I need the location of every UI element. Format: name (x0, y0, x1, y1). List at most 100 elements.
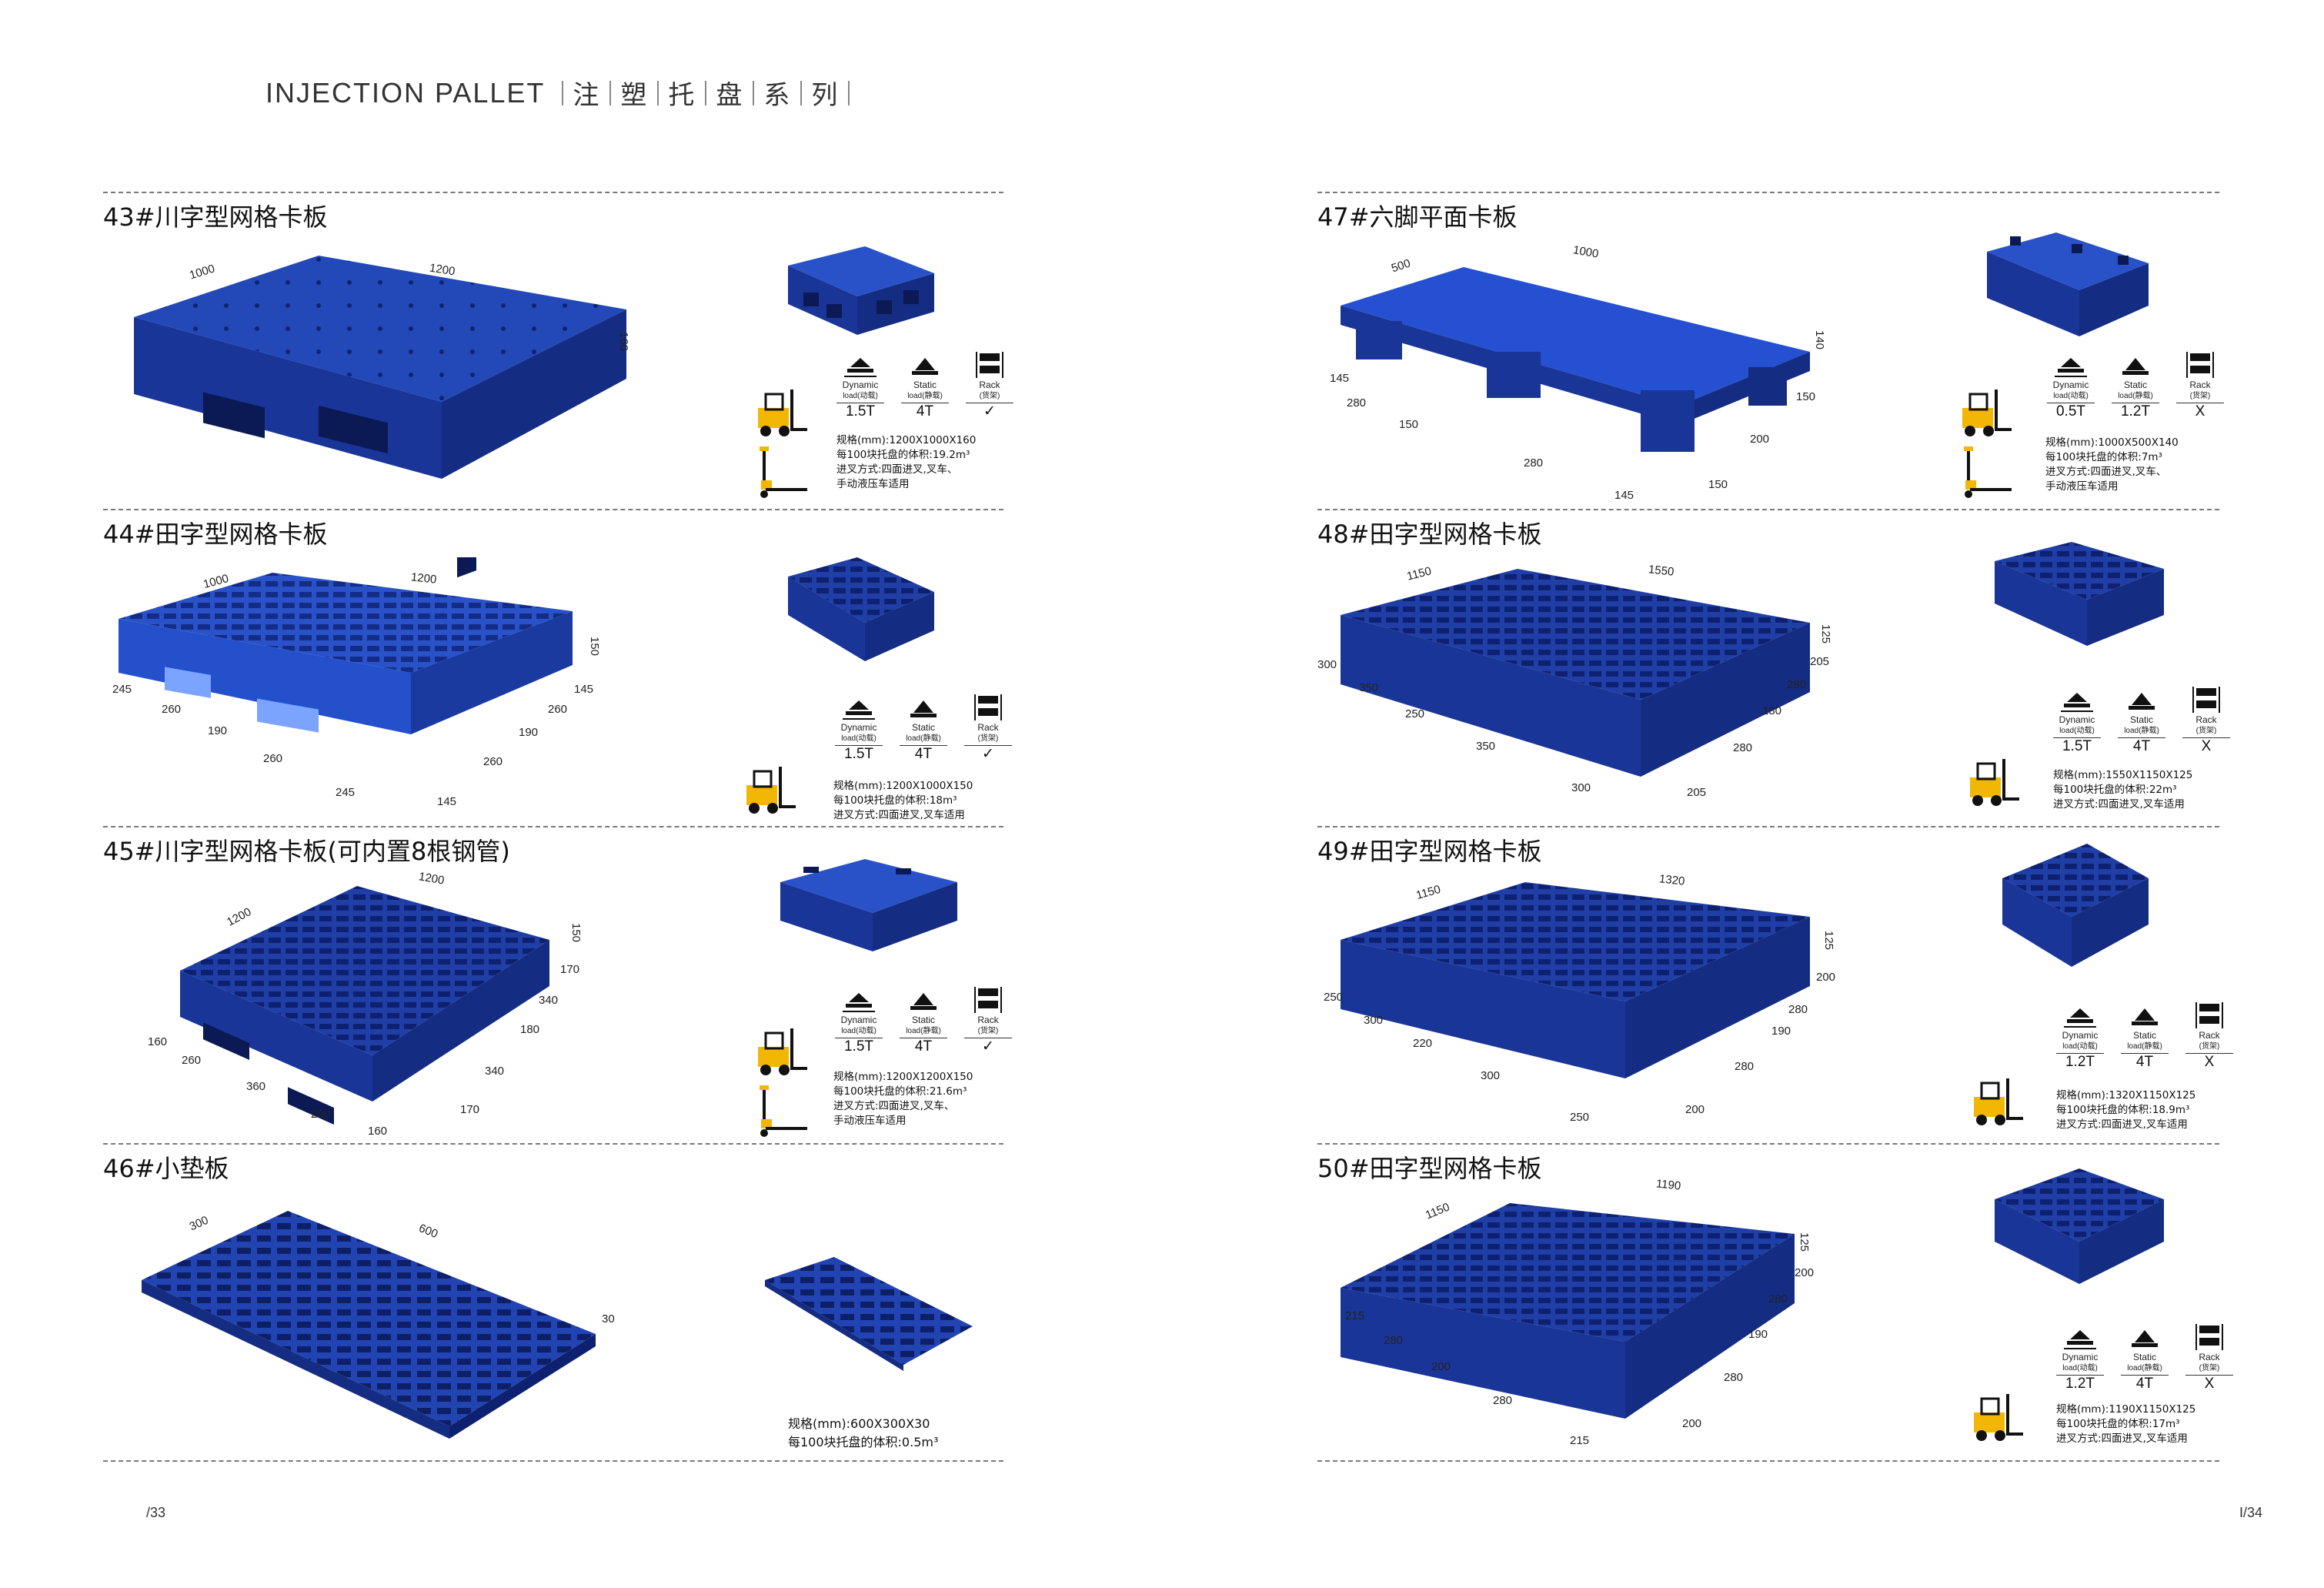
forklift-icon (1974, 1394, 2023, 1441)
spec-volume: 每100块托盘的体积:0.5m³ (788, 1435, 939, 1449)
dimension-label: 300 (1317, 658, 1337, 671)
spec-volume: 每100块托盘的体积:18m³ (833, 794, 957, 807)
forklift-icon (746, 767, 796, 814)
static-value: 4T (900, 745, 947, 763)
spec-volume: 每100块托盘的体积:18.9m³ (2056, 1104, 2190, 1116)
dimension-label: 150 (588, 636, 602, 657)
rack-icon (2192, 687, 2220, 713)
dimension-label: 260 (263, 752, 283, 765)
header-separator (609, 80, 612, 105)
rack-load: Rack(货架) X (2185, 1322, 2233, 1392)
vehicle-icons (1966, 1074, 2025, 1128)
dimension-label: 1000 (1571, 243, 1600, 261)
spec-volume: 每100块托盘的体积:17m³ (2056, 1418, 2180, 1430)
spec-entry: 进叉方式:四面进叉,叉车、 (833, 1100, 955, 1112)
dimension-label: 30 (602, 1312, 615, 1326)
rack-label: Rack (977, 722, 999, 733)
static-sub: load(静载) (2127, 1364, 2162, 1372)
spec-entry-2: 手动液压车适用 (836, 478, 910, 490)
rack-label: Rack (2199, 1352, 2220, 1362)
dimension-label: 145 (574, 683, 594, 696)
dynamic-value: 1.5T (835, 1038, 883, 1055)
dimension-label: 200 (1795, 1266, 1815, 1279)
rack-value: ✓ (966, 403, 1013, 420)
vehicle-icons (1962, 754, 2021, 808)
product-title: 49#田字型网格卡板 (1317, 837, 1542, 866)
dimension-label: 280 (1384, 1334, 1404, 1347)
spec-entry: 进叉方式:四面进叉,叉车、 (836, 463, 958, 476)
product-44: 44#田字型网格卡板 1000 1200 150 245 260 190 260… (103, 515, 1003, 823)
dynamic-label: Dynamic (2052, 379, 2089, 390)
pallet-thumbnail (1987, 1165, 2172, 1292)
static-value: 4T (2121, 1375, 2169, 1392)
dimension-label: 125 (1822, 930, 1836, 951)
dynamic-value: 1.5T (835, 745, 883, 763)
dimension-label: 150 (569, 922, 583, 943)
pallet-image (1333, 561, 1825, 815)
pallet-image (165, 871, 580, 1132)
dimension-label: 280 (1724, 1371, 1744, 1384)
dimension-label: 260 (548, 703, 568, 716)
product-specs: 规格(mm):1200X1000X150 每100块托盘的体积:18m³ 进叉方… (833, 779, 973, 823)
dynamic-load-icon (844, 358, 877, 377)
dynamic-load-icon (2061, 693, 2093, 712)
rack-load: Rack(货架) X (2185, 1001, 2233, 1071)
dimension-label: 280 (1493, 1394, 1513, 1407)
dimension-label: 160 (148, 1035, 168, 1048)
page-number-left: /33 (146, 1505, 166, 1520)
spec-entry: 进叉方式:四面进叉,叉车适用 (2056, 1433, 2188, 1445)
dimension-label: 180 (520, 1023, 540, 1036)
static-value: 4T (2121, 1053, 2169, 1071)
product-50: 50#田字型网格卡板 1150 1190 125 215 280 200 280… (1317, 1149, 2219, 1457)
dynamic-value: 0.5T (2047, 403, 2095, 420)
product-title: 50#田字型网格卡板 (1317, 1154, 1542, 1183)
forklift-icon (758, 1028, 807, 1075)
dimension-label: 190 (208, 724, 228, 737)
static-label: Static (2123, 379, 2147, 390)
dimension-label: 350 (1359, 681, 1379, 694)
spec-size: 规格(mm):1190X1150X125 (2056, 1403, 2196, 1416)
pallet-image (134, 1195, 657, 1442)
dynamic-load-icon (843, 700, 875, 720)
dimension-label: 190 (1748, 1328, 1768, 1341)
divider (1317, 192, 2219, 193)
dynamic-sub: load(动载) (2062, 1042, 2098, 1051)
static-sub: load(静载) (906, 734, 941, 743)
dimension-label: 140 (1813, 329, 1827, 350)
static-label: Static (913, 379, 937, 390)
spec-size: 规格(mm):1200X1000X160 (836, 434, 977, 446)
dynamic-value: 1.2T (2056, 1053, 2104, 1071)
rack-label: Rack (2199, 1030, 2220, 1041)
product-specs: 规格(mm):1550X1150X125 每100块托盘的体积:22m³ 进叉方… (2053, 768, 2192, 812)
dimension-label: 145 (1614, 489, 1634, 502)
dimension-label: 150 (1399, 418, 1419, 431)
dimension-label: 150 (1708, 478, 1728, 491)
rack-sub: (货架) (2199, 1042, 2220, 1051)
spec-entry: 进叉方式:四面进叉,叉车适用 (2053, 798, 2185, 811)
product-45: 45#川字型网格卡板(可内置8根钢管) 1200 1200 150 170 34… (103, 832, 1003, 1140)
rack-icon (2186, 352, 2214, 378)
header-separator (753, 80, 755, 105)
dimension-label: 180 (1762, 704, 1782, 717)
dimension-label: 190 (519, 726, 539, 739)
pallet-image (111, 557, 603, 811)
forklift-icon (758, 389, 807, 436)
dimension-label: 1320 (1658, 872, 1686, 888)
product-48: 48#田字型网格卡板 1150 1550 125 300 350 250 350… (1317, 515, 2219, 823)
static-load-icon (2122, 358, 2149, 375)
dimension-label: 245 (336, 786, 356, 799)
rack-value: X (2185, 1053, 2233, 1071)
rack-value: ✓ (964, 745, 1012, 763)
dynamic-sub: load(动载) (2062, 1364, 2098, 1372)
dimension-label: 280 (1347, 396, 1367, 410)
dimension-label: 1190 (1655, 1177, 1682, 1193)
